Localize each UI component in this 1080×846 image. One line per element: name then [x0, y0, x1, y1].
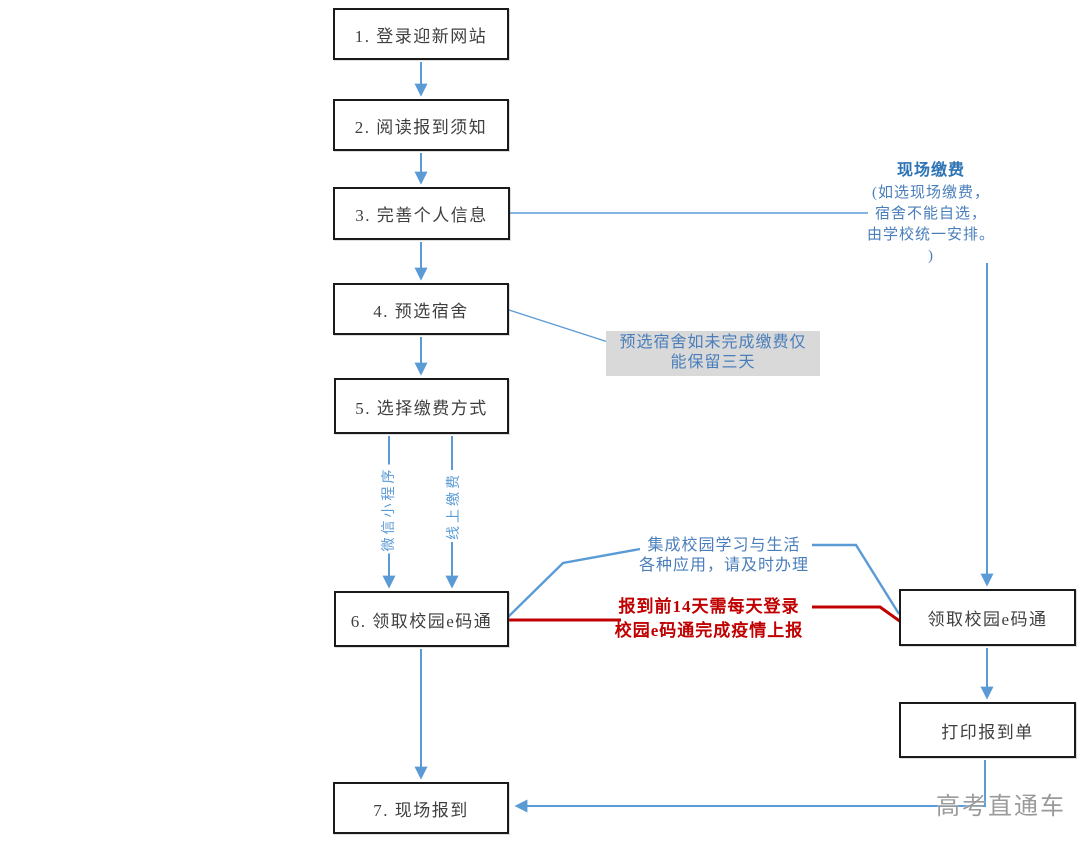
flow-step-4-label: 4. 预选宿舍 [373, 301, 469, 321]
flow-step-2: 2. 阅读报到须知 [333, 99, 509, 151]
line-step6-ecodenote [507, 547, 641, 618]
flow-step-7: 7. 现场报到 [333, 782, 509, 834]
onsite-note-line: ) [928, 248, 934, 264]
onsite-payment-title: 现场缴费 [896, 162, 965, 179]
onsite-payment-note: 现场缴费 (如选现场缴费， 宿舍不能自选， 由学校统一安排。 ) [852, 156, 1010, 267]
flow-step-2-label: 2. 阅读报到须知 [354, 117, 488, 137]
dorm-callout-line: 预选宿舍如未完成缴费仅 [619, 334, 807, 351]
covid-warning-line: 报到前14天需每天登录 [618, 597, 800, 616]
line-ecodenote-sideA [812, 543, 901, 615]
line-warning-sideA [812, 605, 902, 624]
ecode-note-line: 集成校园学习与生活 [647, 537, 801, 554]
flow-step-5-label: 5. 选择缴费方式 [355, 398, 488, 418]
dorm-reservation-callout: 预选宿舍如未完成缴费仅 能保留三天 [606, 331, 820, 376]
flow-step-4: 4. 预选宿舍 [333, 283, 509, 335]
side-step-receive-ecode-label: 领取校园e码通 [927, 610, 1048, 629]
branch-label-wechat-miniprogram: 微信小程序 [377, 464, 399, 554]
onsite-note-line: (如选现场缴费， [872, 185, 990, 201]
flow-step-1: 1. 登录迎新网站 [333, 8, 509, 60]
onsite-note-line: 由学校统一安排。 [866, 227, 995, 243]
arrow-sideB-step7 [514, 760, 986, 813]
ecode-note-line: 各种应用，请及时办理 [638, 557, 809, 574]
covid-report-warning: 报到前14天需每天登录 校园e码通完成疫情上报 [598, 595, 820, 643]
flow-step-3: 3. 完善个人信息 [333, 187, 510, 240]
dorm-callout-line: 能保留三天 [670, 354, 756, 371]
line-step4-callout [508, 309, 609, 343]
flow-step-6-label: 6. 领取校园e码通 [350, 611, 493, 631]
flow-step-1-label: 1. 登录迎新网站 [354, 26, 488, 46]
flow-step-5: 5. 选择缴费方式 [334, 378, 509, 434]
watermark: 高考直通车 [936, 794, 1066, 820]
side-step-receive-ecode: 领取校园e码通 [899, 589, 1076, 646]
flow-step-6: 6. 领取校园e码通 [334, 591, 509, 647]
onsite-note-line: 宿舍不能自选， [874, 206, 987, 222]
side-step-print-slip-label: 打印报到单 [941, 722, 1034, 742]
side-step-print-slip: 打印报到单 [899, 702, 1076, 758]
branch-label-online-payment: 线上缴费 [442, 470, 464, 542]
covid-warning-line: 校园e码通完成疫情上报 [614, 621, 804, 640]
flow-step-7-label: 7. 现场报到 [373, 800, 469, 820]
flow-step-3-label: 3. 完善个人信息 [355, 206, 488, 225]
ecode-apps-note: 集成校园学习与生活 各种应用，请及时办理 [618, 536, 830, 576]
